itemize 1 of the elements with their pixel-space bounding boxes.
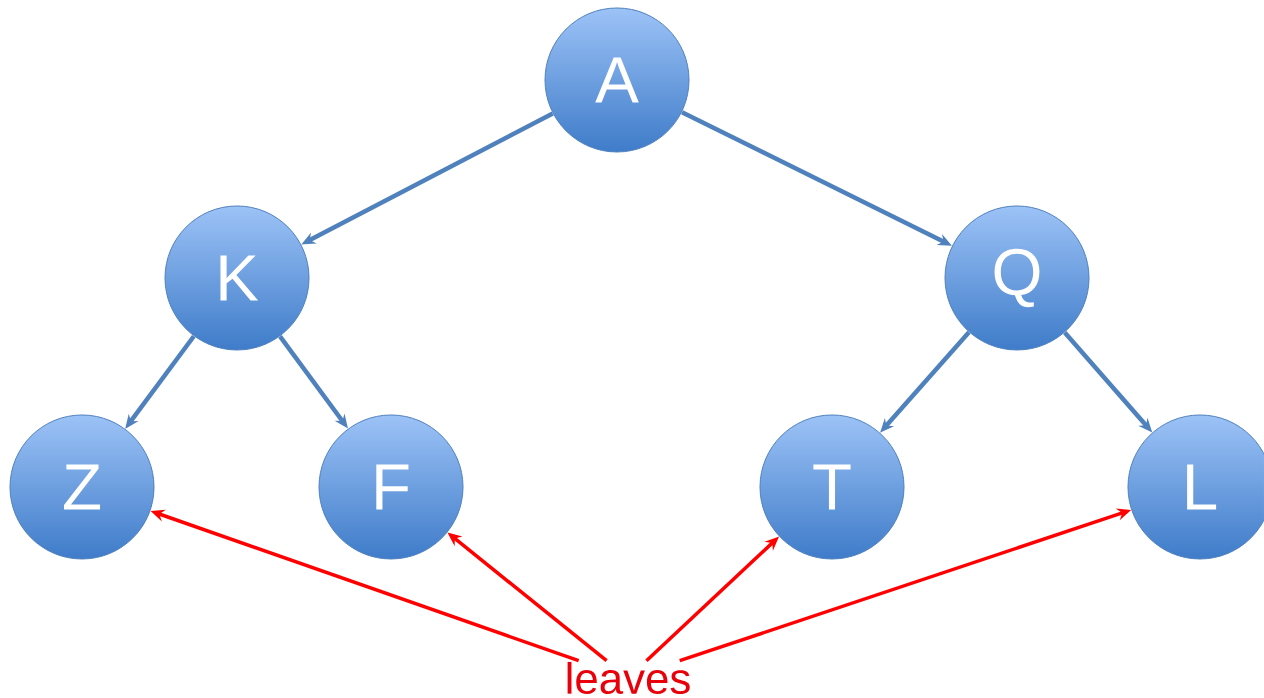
leaves-label: leaves [567,661,690,695]
